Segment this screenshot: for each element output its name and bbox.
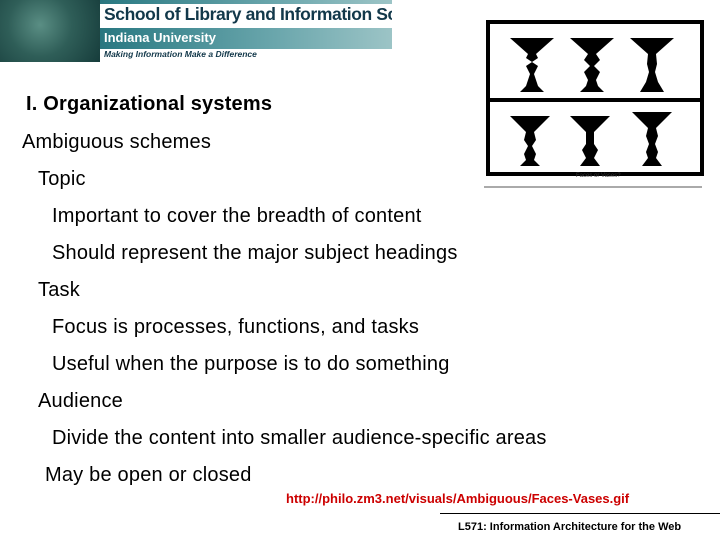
school-banner: School of Library and Information Scienc…: [0, 0, 392, 62]
banner-tagline: Making Information Make a Difference: [104, 49, 257, 59]
banner-photo: [0, 0, 100, 62]
slide-heading: I. Organizational systems: [26, 93, 273, 115]
footer-rule: [440, 513, 720, 514]
faces-vases-figure: Faces or Vases?: [484, 20, 704, 188]
outline-line: Ambiguous schemes: [22, 131, 212, 153]
figure-caption: Faces or Vases?: [576, 173, 621, 179]
outline-line: May be open or closed: [45, 464, 252, 486]
vase-row-top: [510, 38, 674, 92]
outline-line: Audience: [38, 390, 123, 412]
vase-row-bottom: [510, 112, 672, 166]
outline-line: Focus is processes, functions, and tasks: [52, 316, 420, 338]
outline-line: Should represent the major subject headi…: [52, 242, 458, 264]
source-url[interactable]: http://philo.zm3.net/visuals/Ambiguous/F…: [286, 491, 630, 506]
vase-silhouettes: [510, 38, 674, 166]
outline-line: Useful when the purpose is to do somethi…: [52, 353, 450, 375]
university-name: Indiana University: [104, 30, 216, 45]
course-footer: L571: Information Architecture for the W…: [458, 521, 682, 533]
banner-title-strip: [100, 4, 392, 28]
outline-line: Task: [38, 279, 80, 301]
outline-line: Topic: [38, 168, 86, 190]
outline-line: Divide the content into smaller audience…: [52, 427, 547, 449]
banner-tagline-strip: [100, 49, 392, 62]
figure-divider: [490, 98, 700, 102]
outline-line: Important to cover the breadth of conten…: [52, 205, 422, 227]
school-name: School of Library and Information Scienc…: [104, 4, 392, 24]
